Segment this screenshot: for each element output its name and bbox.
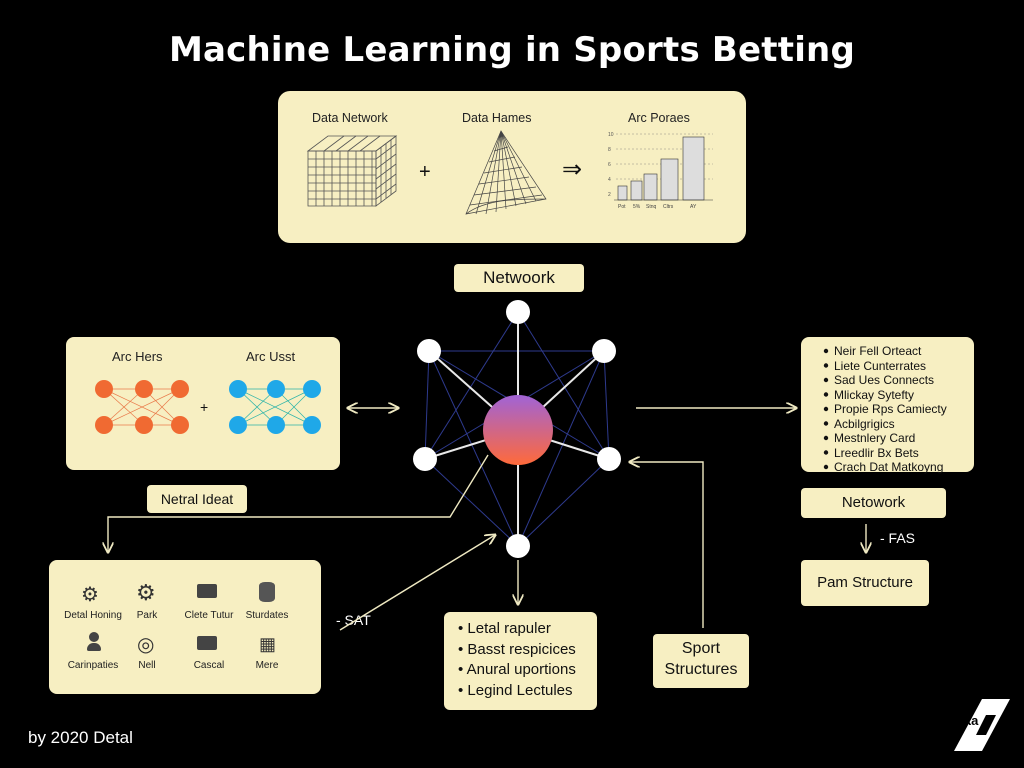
wireframe-box-icon [306,135,398,207]
list-item: Mlickay Sytefty [834,387,915,402]
top-data-panel: Data Network Data Hames Arc Poraes + ⇒ 1… [278,91,746,243]
box-icon [197,584,217,598]
icons-panel: ⚙ ⚙ Detal Honing Park Clete Tutur Sturda… [49,560,321,694]
svg-text:6: 6 [608,162,611,168]
icon-label-clete-tutur: Clete Tutur [184,610,234,621]
list-item: • Anural uportions [458,661,576,678]
footer-credit: by 2020 Detal [28,728,133,747]
icon-label-sturdates: Sturdates [245,610,289,621]
arc-hers-label: Arc Hers [112,349,163,364]
arrow-sat-to-network [339,535,495,631]
orange-neural-net-icon [95,380,189,434]
central-network-graph [413,300,621,558]
list-item: • Basst respicices [458,640,576,658]
arrow-from-hub-to-left [108,454,489,552]
right-list-panel: Neir Fell Orteact Liete Cunterrates Sad … [801,337,974,474]
arc-poraes-label: Arc Poraes [628,111,690,125]
svg-text:5%: 5% [633,204,641,209]
icon-label-detal-honing: Detal Honing [64,610,122,621]
list-item: Lreedlir Bx Bets [834,445,919,460]
bar-chart-icon: 10 8 6 4 2 Pot 5% Stnq Cltrs AY [608,132,713,209]
svg-text:10: 10 [608,132,614,138]
neural-idea-label: Netral Ideat [147,485,247,513]
icon-label-nell: Nell [138,660,156,671]
sport-structures-label: Sport Structures [653,634,749,688]
fas-label: - FAS [880,530,916,546]
data-hames-label: Data Hames [462,111,532,125]
person-icon [87,632,101,652]
plus-sign: + [419,161,431,183]
arrow-sport-to-network [630,462,704,628]
bottom-list-panel: • Letal rapuler • Basst respicices • Anu… [444,612,597,710]
page-title: Machine Learning in Sports Betting [168,30,856,70]
icon-label-park: Park [136,610,158,621]
list-item: Sad Ues Connects [834,373,935,387]
mesh-surface-icon [465,130,547,215]
list-item: Crach Dat Matkoyng [834,460,944,474]
box-icon [197,636,217,650]
svg-text:Cltrs: Cltrs [663,204,674,209]
gear-icon: ⚙ [136,580,156,605]
icon-label-mere: Mere [255,660,279,671]
right-network-label: Netowork [801,488,946,518]
implies-arrow: ⇒ [562,156,583,183]
network-label: Netwoork [454,264,584,292]
list-item: Neir Fell Orteact [834,344,922,358]
list-item: Mestnlery Card [834,431,916,445]
arc-usst-label: Arc Usst [246,349,296,364]
globe-icon: ◎ [137,634,155,656]
left-neural-panel: Arc Hers Arc Usst + [66,337,340,470]
gears-icon: ⚙ [81,584,99,606]
svg-text:Stnq: Stnq [646,204,657,209]
svg-text:4: 4 [608,177,611,183]
data-network-label: Data Network [312,111,388,125]
table-icon: ▦ [259,634,277,654]
icon-label-cascal: Cascal [193,660,225,671]
list-item: • Letal rapuler [458,620,551,637]
blue-neural-net-icon [229,380,321,434]
svg-text:Pot: Pot [618,204,626,209]
list-item: Acbilgrigics [834,416,895,431]
svg-text:nka: nka [956,713,979,728]
svg-text:8: 8 [608,147,611,153]
list-item: Propie Rps Camiecty [834,402,947,416]
icon-label-carinpaties: Carinpaties [67,660,119,671]
svg-text:2: 2 [608,192,611,198]
svg-text:AY: AY [690,204,697,209]
brand-logo-icon: nka [954,699,1010,751]
pam-structure-label: Pam Structure [801,560,929,606]
database-icon [259,582,275,602]
list-item: • Legind Lectules [458,681,573,699]
list-item: Liete Cunterrates [834,358,927,373]
list-bullets [823,348,829,470]
plus-sign-2: + [200,399,209,415]
